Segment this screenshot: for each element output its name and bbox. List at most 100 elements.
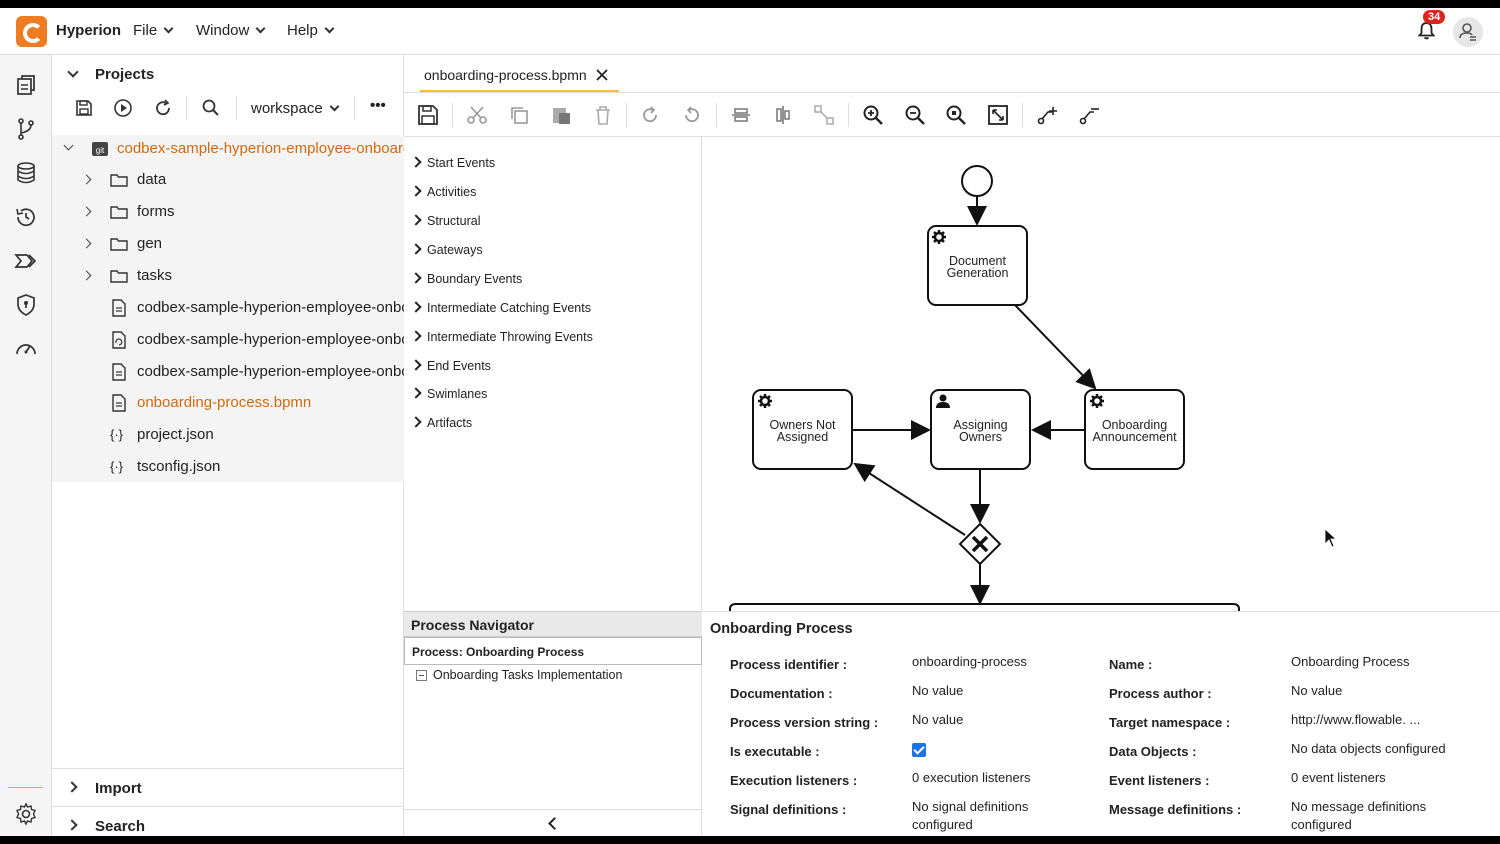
task-owners-not-assigned[interactable] bbox=[752, 389, 853, 470]
json-icon: {·} bbox=[110, 459, 124, 474]
tree-item-file[interactable]: codbex-sample-hyperion-employee-onboardi… bbox=[52, 324, 404, 356]
tree-item-file[interactable]: codbex-sample-hyperion-employee-onboardi… bbox=[52, 292, 404, 324]
task-partial[interactable] bbox=[729, 603, 1240, 611]
navigator-process-item[interactable]: Process: Onboarding Process bbox=[404, 637, 702, 665]
play-icon[interactable] bbox=[113, 98, 133, 118]
sequence-flow[interactable] bbox=[853, 462, 966, 536]
tree-item-label: codbex-sample-hyperion-employee-onboardi… bbox=[137, 331, 404, 348]
menu-help[interactable]: Help bbox=[287, 22, 335, 39]
prop-version-string[interactable]: No value bbox=[912, 712, 964, 727]
shape-palette: Start Events Activities Structural Gatew… bbox=[404, 137, 702, 611]
chevron-down-icon bbox=[163, 23, 174, 34]
prop-data-objects[interactable]: No data objects configured bbox=[1291, 741, 1446, 756]
prop-label: Process identifier : bbox=[730, 657, 848, 672]
palette-intermediate-throwing-events[interactable]: Intermediate Throwing Events bbox=[412, 330, 593, 344]
speedometer-icon[interactable] bbox=[14, 337, 38, 361]
palette-intermediate-catching-events[interactable]: Intermediate Catching Events bbox=[412, 301, 591, 315]
tree-item-bpmn[interactable]: onboarding-process.bpmn bbox=[52, 387, 404, 419]
chevron-right-icon bbox=[81, 206, 92, 217]
undo-icon[interactable] bbox=[681, 104, 703, 126]
collapse-navigator-button[interactable] bbox=[404, 809, 702, 836]
palette-start-events[interactable]: Start Events bbox=[412, 156, 495, 170]
is-executable-checkbox[interactable] bbox=[912, 743, 926, 757]
palette-swimlanes[interactable]: Swimlanes bbox=[412, 387, 487, 401]
save-icon[interactable] bbox=[417, 104, 439, 126]
close-icon[interactable] bbox=[596, 69, 608, 81]
redo-icon[interactable] bbox=[639, 104, 661, 126]
projects-panel: Projects workspace ••• git codbex-sample… bbox=[52, 55, 404, 836]
toolbar-separator bbox=[452, 103, 453, 127]
app-title: Hyperion bbox=[56, 22, 122, 39]
git-branch-icon[interactable] bbox=[14, 117, 38, 141]
add-bendpoint-icon[interactable] bbox=[1036, 104, 1058, 126]
zoom-actual-icon[interactable] bbox=[945, 104, 967, 126]
prop-process-author[interactable]: No value bbox=[1291, 683, 1343, 698]
user-task-icon bbox=[936, 394, 950, 408]
user-avatar[interactable] bbox=[1453, 17, 1483, 47]
tree-item-repo[interactable]: git codbex-sample-hyperion-employee-onbo… bbox=[52, 133, 404, 165]
palette-structural[interactable]: Structural bbox=[412, 214, 481, 228]
shield-icon[interactable] bbox=[14, 293, 38, 317]
zoom-fit-icon[interactable] bbox=[987, 104, 1009, 126]
paste-icon[interactable] bbox=[550, 104, 572, 126]
navigator-subprocess-item[interactable]: Onboarding Tasks Implementation bbox=[416, 668, 622, 682]
task-document-generation[interactable] bbox=[927, 225, 1028, 306]
prop-message-definitions[interactable]: No message definitions configured bbox=[1291, 799, 1427, 832]
more-options-button[interactable]: ••• bbox=[370, 97, 386, 114]
align-horizontal-icon[interactable] bbox=[730, 104, 752, 126]
sequence-flow[interactable] bbox=[1014, 304, 1097, 390]
palette-end-events[interactable]: End Events bbox=[412, 359, 491, 373]
menu-window[interactable]: Window bbox=[196, 22, 266, 39]
search-section-header[interactable]: Search bbox=[52, 806, 404, 836]
prop-target-namespace[interactable]: http://www.flowable. ... bbox=[1291, 712, 1421, 727]
tree-item-tasks[interactable]: tasks bbox=[52, 260, 404, 292]
zoom-out-icon[interactable] bbox=[904, 104, 926, 126]
remove-bendpoint-icon[interactable] bbox=[1078, 104, 1100, 126]
search-icon[interactable] bbox=[201, 98, 221, 118]
menu-file[interactable]: File bbox=[133, 22, 174, 39]
chevron-right-icon bbox=[81, 270, 92, 281]
bell-icon[interactable] bbox=[1418, 22, 1435, 40]
palette-boundary-events[interactable]: Boundary Events bbox=[412, 272, 522, 286]
tree-item-gen[interactable]: gen bbox=[52, 228, 404, 260]
hyperion-logo-icon bbox=[16, 16, 47, 47]
save-icon[interactable] bbox=[74, 98, 94, 118]
tree-item-json[interactable]: {·} tsconfig.json bbox=[52, 451, 404, 483]
cut-icon[interactable] bbox=[466, 104, 488, 126]
import-section-header[interactable]: Import bbox=[52, 768, 404, 806]
prop-signal-definitions[interactable]: No signal definitions configured bbox=[912, 799, 1029, 832]
workspace-select[interactable]: workspace bbox=[251, 100, 340, 117]
start-event[interactable] bbox=[961, 165, 993, 197]
prop-process-identifier[interactable]: onboarding-process bbox=[912, 654, 1027, 669]
tab-onboarding-process[interactable]: onboarding-process.bpmn bbox=[404, 55, 619, 93]
prop-event-listeners[interactable]: 0 event listeners bbox=[1291, 770, 1386, 785]
pipeline-icon[interactable] bbox=[14, 249, 38, 273]
chevron-down-icon bbox=[324, 23, 335, 34]
prop-execution-listeners[interactable]: 0 execution listeners bbox=[912, 770, 1031, 785]
tree-item-forms[interactable]: forms bbox=[52, 196, 404, 228]
align-vertical-icon[interactable] bbox=[772, 104, 794, 126]
palette-artifacts[interactable]: Artifacts bbox=[412, 416, 472, 430]
workbench-icon[interactable] bbox=[14, 73, 38, 97]
gear-icon[interactable] bbox=[14, 802, 38, 826]
refresh-icon[interactable] bbox=[153, 98, 173, 118]
same-size-icon[interactable] bbox=[813, 104, 835, 126]
json-icon: {·} bbox=[110, 427, 124, 442]
zoom-in-icon[interactable] bbox=[862, 104, 884, 126]
tree-item-json[interactable]: {·} project.json bbox=[52, 419, 404, 451]
database-icon[interactable] bbox=[14, 161, 38, 185]
prop-name[interactable]: Onboarding Process bbox=[1291, 654, 1410, 669]
collapse-box-icon[interactable] bbox=[416, 670, 427, 681]
history-icon[interactable] bbox=[14, 205, 38, 229]
prop-documentation[interactable]: No value bbox=[912, 683, 964, 698]
copy-icon[interactable] bbox=[508, 104, 530, 126]
projects-header[interactable]: Projects bbox=[52, 55, 404, 93]
tree-item-data[interactable]: data bbox=[52, 164, 404, 196]
palette-gateways[interactable]: Gateways bbox=[412, 243, 483, 257]
tree-item-file[interactable]: codbex-sample-hyperion-employee-onboardi… bbox=[52, 356, 404, 388]
trash-icon[interactable] bbox=[592, 104, 614, 126]
palette-activities[interactable]: Activities bbox=[412, 185, 476, 199]
